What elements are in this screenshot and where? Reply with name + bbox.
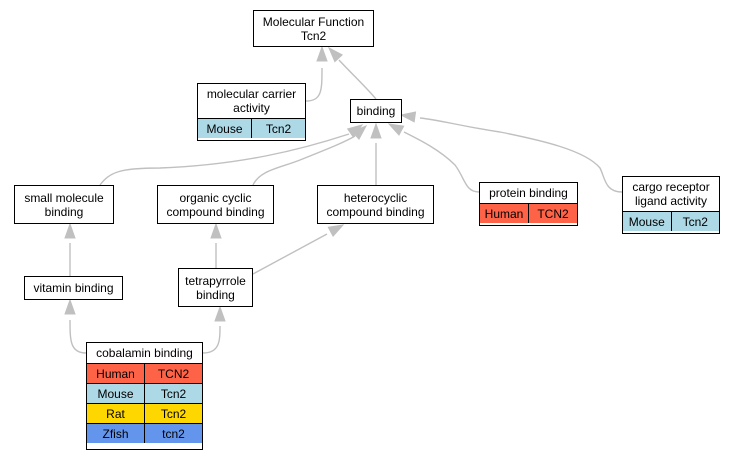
gene-row: Mouse Tcn2 xyxy=(87,383,202,403)
arrowhead xyxy=(316,45,328,62)
edge-cargo-receptor-to-binding xyxy=(399,111,623,193)
node-organic-cyclic-compound-binding[interactable]: organic cyclic compound binding xyxy=(157,185,274,224)
edge-line xyxy=(403,131,480,193)
gene-row: Rat Tcn2 xyxy=(87,403,202,423)
node-cobalamin-binding[interactable]: cobalamin binding Human TCN2 Mouse Tcn2 … xyxy=(86,342,203,450)
node-label: heterocyclic compound binding xyxy=(326,190,425,219)
edge-line xyxy=(338,59,377,100)
arrowhead xyxy=(327,224,345,237)
edge-tetrapyrrole-to-heterocyclic xyxy=(252,224,345,275)
node-label: vitamin binding xyxy=(33,281,114,295)
gene-cell: tcn2 xyxy=(144,424,202,443)
gene-cell: Tcn2 xyxy=(144,384,202,403)
edge-tetrapyrrole-to-organic-cyclic xyxy=(210,222,222,268)
node-heterocyclic-compound-binding[interactable]: heterocyclic compound binding xyxy=(317,185,434,224)
edge-line xyxy=(419,117,623,193)
species-cell: Mouse xyxy=(628,214,665,229)
edge-molecular-carrier-to-molecular-function xyxy=(305,45,328,102)
edge-cobalamin-to-vitamin xyxy=(64,298,87,354)
edge-line xyxy=(252,135,356,186)
edge-line xyxy=(252,233,328,275)
species-cell: Human xyxy=(484,206,524,221)
node-molecular-carrier-activity[interactable]: molecular carrier activity Mouse Tcn2 xyxy=(197,83,306,141)
species-cell: Mouse xyxy=(97,386,134,401)
arrowhead xyxy=(64,298,76,315)
node-label: cargo receptor ligand activity xyxy=(632,180,710,208)
gene-cell: TCN2 xyxy=(144,364,202,383)
arrowhead xyxy=(399,111,417,123)
arrowhead xyxy=(327,46,344,63)
edge-line xyxy=(69,319,87,354)
node-label: molecular carrier activity xyxy=(206,87,297,115)
species-cell: Zfish xyxy=(102,426,129,441)
species-cell: Mouse xyxy=(206,121,243,136)
edge-vitamin-to-small-molecule xyxy=(64,222,76,276)
arrowhead xyxy=(64,222,76,239)
gene-row: Zfish tcn2 xyxy=(87,423,202,443)
gene-cell: TCN2 xyxy=(528,204,577,223)
edge-binding-to-molecular-function xyxy=(327,46,377,100)
gene-cell: Tcn2 xyxy=(251,119,305,138)
edge-line xyxy=(202,325,221,354)
arrowhead xyxy=(214,305,226,322)
gene-row: Mouse Tcn2 xyxy=(623,211,719,231)
node-small-molecule-binding[interactable]: small molecule binding xyxy=(14,185,114,224)
edge-line xyxy=(305,67,323,102)
gene-row: Human TCN2 xyxy=(87,363,202,383)
edge-cobalamin-to-tetrapyrrole xyxy=(202,305,226,354)
arrowhead xyxy=(370,122,382,139)
node-label: binding xyxy=(356,104,396,118)
gene-cell: Tcn2 xyxy=(670,212,720,231)
gene-cell: Tcn2 xyxy=(144,404,202,423)
node-label: protein binding xyxy=(489,186,568,200)
node-label: organic cyclic compound binding xyxy=(166,190,265,219)
arrowhead xyxy=(351,125,368,140)
node-molecular-function[interactable]: Molecular Function Tcn2 xyxy=(253,10,374,47)
species-cell: Human xyxy=(96,366,135,381)
edge-line xyxy=(99,133,350,186)
node-vitamin-binding[interactable]: vitamin binding xyxy=(24,276,123,300)
node-protein-binding[interactable]: protein binding Human TCN2 xyxy=(479,182,578,226)
species-cell: Rat xyxy=(106,406,125,421)
node-label: tetrapyrrole binding xyxy=(185,273,246,302)
gene-row: Human TCN2 xyxy=(480,203,577,223)
edge-organic-cyclic-to-binding xyxy=(252,125,368,186)
node-label: cobalamin binding xyxy=(96,346,193,360)
node-label: small molecule binding xyxy=(24,190,104,219)
arrowhead xyxy=(387,123,405,136)
edge-protein-binding-to-binding xyxy=(387,123,480,193)
gene-row: Mouse Tcn2 xyxy=(198,118,305,138)
node-cargo-receptor-ligand-activity[interactable]: cargo receptor ligand activity Mouse Tcn… xyxy=(622,176,720,234)
node-binding[interactable]: binding xyxy=(350,99,402,123)
arrowhead xyxy=(210,222,222,239)
node-label: Molecular Function Tcn2 xyxy=(262,14,365,43)
edge-heterocyclic-to-binding xyxy=(370,122,382,185)
node-tetrapyrrole-binding[interactable]: tetrapyrrole binding xyxy=(178,268,253,307)
